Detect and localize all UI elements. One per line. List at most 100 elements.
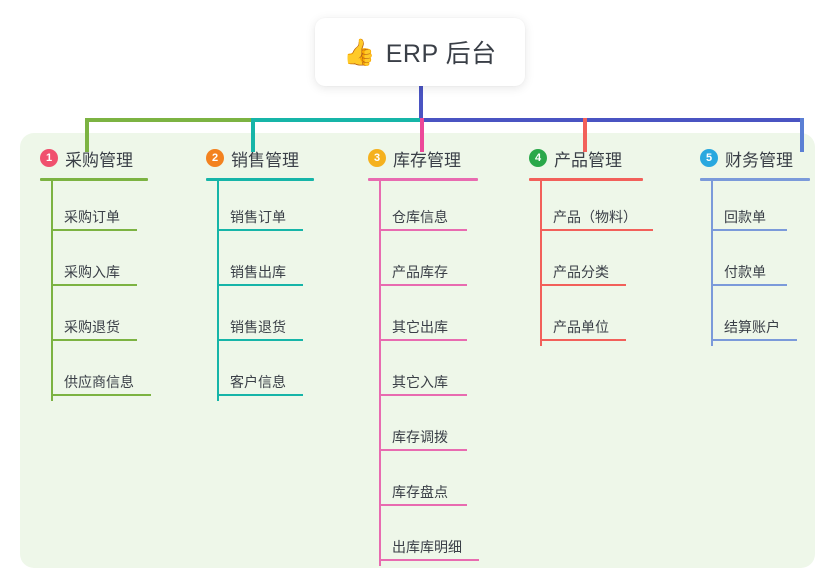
column-spine-product	[540, 181, 542, 346]
node-item-rule	[711, 339, 797, 341]
node-item-label: 仓库信息	[392, 209, 448, 225]
column-spine-inventory	[379, 181, 381, 566]
node-item-label: 采购入库	[64, 264, 120, 280]
column-finance: 5 财务管理回款单付款单结算账户	[700, 146, 810, 346]
node-item[interactable]: 产品单位	[529, 291, 643, 346]
column-items-finance: 回款单付款单结算账户	[700, 181, 810, 346]
node-item[interactable]: 其它入库	[368, 346, 478, 401]
root-node-erp-backend[interactable]: 👍 ERP 后台	[315, 18, 525, 86]
node-item-rule	[217, 284, 303, 286]
node-item-label: 销售退货	[230, 319, 286, 335]
node-item[interactable]: 付款单	[700, 236, 810, 291]
node-item-rule	[540, 229, 653, 231]
connector-hbar-teal	[251, 118, 420, 122]
node-item-rule	[379, 449, 467, 451]
column-header-finance[interactable]: 5 财务管理	[700, 146, 810, 170]
node-item[interactable]: 供应商信息	[40, 346, 151, 401]
node-item[interactable]: 销售出库	[206, 236, 314, 291]
node-item-rule	[379, 394, 467, 396]
connector-hbar-green	[85, 118, 251, 122]
node-item-label: 其它出库	[392, 319, 448, 335]
node-item-label: 产品单位	[553, 319, 609, 335]
connector-hbar-blue	[420, 118, 802, 122]
column-badge-finance: 5	[700, 149, 718, 167]
column-header-purchase[interactable]: 1 采购管理	[40, 146, 148, 170]
column-header-rule-product	[529, 178, 643, 181]
root-node-title: ERP 后台	[385, 40, 497, 68]
column-title-product: 产品管理	[554, 150, 622, 170]
node-item-rule	[540, 339, 626, 341]
column-header-product[interactable]: 4 产品管理	[529, 146, 643, 170]
node-item-rule	[379, 284, 467, 286]
column-badge-sales: 2	[206, 149, 224, 167]
node-item-label: 结算账户	[724, 319, 780, 335]
node-item-label: 销售订单	[230, 209, 286, 225]
node-item[interactable]: 采购入库	[40, 236, 148, 291]
node-item-label: 付款单	[724, 264, 766, 280]
column-spine-sales	[217, 181, 219, 401]
node-item-rule	[51, 394, 151, 396]
node-item[interactable]: 库存盘点	[368, 456, 478, 511]
node-item[interactable]: 采购订单	[40, 181, 148, 236]
node-item-label: 其它入库	[392, 374, 448, 390]
column-header-rule-sales	[206, 178, 314, 181]
node-item-rule	[51, 229, 137, 231]
column-header-rule-inventory	[368, 178, 478, 181]
column-header-rule-finance	[700, 178, 810, 181]
node-item[interactable]: 产品分类	[529, 236, 643, 291]
node-item-rule	[379, 229, 467, 231]
node-item[interactable]: 客户信息	[206, 346, 314, 401]
column-spine-purchase	[51, 181, 53, 401]
column-product: 4 产品管理产品（物料） 产品分类产品单位	[529, 146, 653, 346]
column-title-sales: 销售管理	[231, 150, 299, 170]
node-item[interactable]: 库存调拨	[368, 401, 478, 456]
column-badge-inventory: 3	[368, 149, 386, 167]
column-items-purchase: 采购订单采购入库采购退货供应商信息	[40, 181, 151, 401]
column-header-sales[interactable]: 2 销售管理	[206, 146, 314, 170]
node-item-label: 供应商信息	[64, 374, 134, 390]
node-item-label: 出库库明细	[392, 539, 462, 555]
node-item-label: 产品（物料）	[553, 209, 637, 225]
node-item-rule	[51, 284, 137, 286]
node-item[interactable]: 出库库明细	[368, 511, 479, 566]
column-items-inventory: 仓库信息产品库存其它出库其它入库库存调拨库存盘点出库库明细	[368, 181, 479, 566]
node-item-rule	[51, 339, 137, 341]
diagram-background-panel	[20, 133, 815, 568]
column-inventory: 3 库存管理仓库信息产品库存其它出库其它入库库存调拨库存盘点出库库明细	[368, 146, 479, 566]
connector-drop-inventory	[420, 118, 424, 152]
column-sales: 2 销售管理销售订单销售出库销售退货客户信息	[206, 146, 314, 401]
node-item[interactable]: 产品库存	[368, 236, 478, 291]
node-item[interactable]: 结算账户	[700, 291, 810, 346]
column-purchase: 1 采购管理采购订单采购入库采购退货供应商信息	[40, 146, 151, 401]
node-item[interactable]: 采购退货	[40, 291, 148, 346]
column-spine-finance	[711, 181, 713, 346]
node-item-rule	[540, 284, 626, 286]
thumbs-up-icon: 👍	[343, 37, 376, 67]
column-header-rule-purchase	[40, 178, 148, 181]
column-badge-product: 4	[529, 149, 547, 167]
node-item[interactable]: 销售退货	[206, 291, 314, 346]
column-badge-purchase: 1	[40, 149, 58, 167]
node-item[interactable]: 销售订单	[206, 181, 314, 236]
column-title-purchase: 采购管理	[65, 150, 133, 170]
column-title-finance: 财务管理	[725, 150, 793, 170]
node-item[interactable]: 仓库信息	[368, 181, 478, 236]
node-item-label: 产品分类	[553, 264, 609, 280]
column-header-inventory[interactable]: 3 库存管理	[368, 146, 478, 170]
node-item-rule	[217, 229, 303, 231]
node-item-rule	[711, 284, 787, 286]
node-item-label: 采购退货	[64, 319, 120, 335]
node-item[interactable]: 其它出库	[368, 291, 478, 346]
column-items-sales: 销售订单销售出库销售退货客户信息	[206, 181, 314, 401]
connector-drop-finance	[800, 118, 804, 152]
node-item-label: 采购订单	[64, 209, 120, 225]
connector-drop-product	[583, 118, 587, 152]
column-title-inventory: 库存管理	[393, 150, 461, 170]
node-item-label: 库存盘点	[392, 484, 448, 500]
node-item[interactable]: 回款单	[700, 181, 810, 236]
column-items-product: 产品（物料） 产品分类产品单位	[529, 181, 653, 346]
node-item-rule	[217, 394, 303, 396]
node-item[interactable]: 产品（物料）	[529, 181, 653, 236]
node-item-label: 库存调拨	[392, 429, 448, 445]
